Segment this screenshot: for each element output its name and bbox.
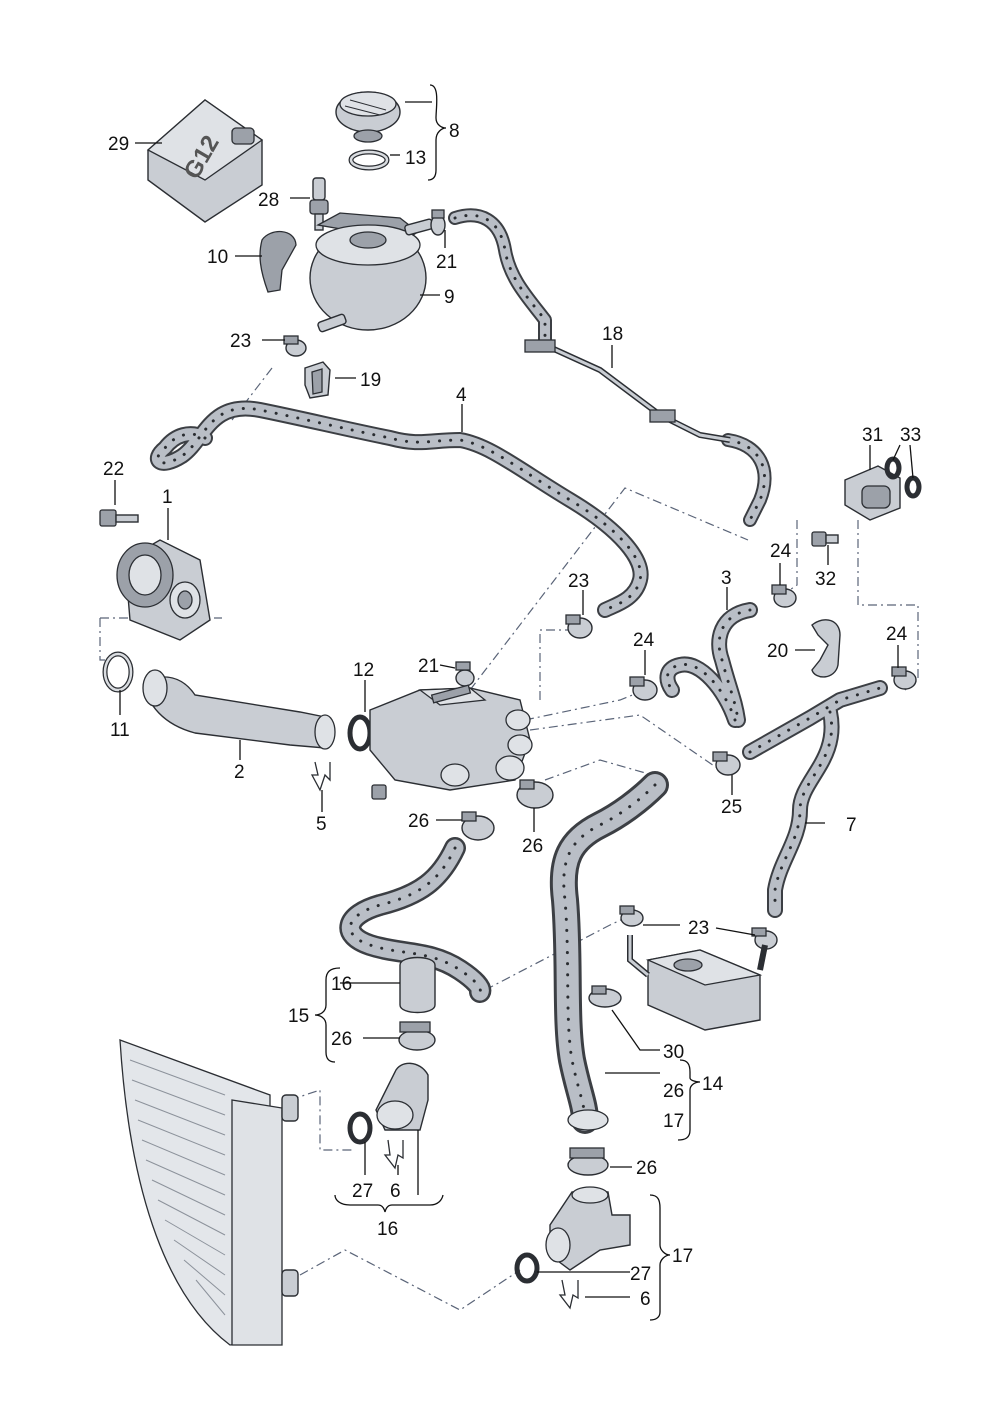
coolant-canister: G12 bbox=[146, 99, 264, 223]
expansion-tank-cap bbox=[335, 91, 401, 143]
seal-ring-27-right bbox=[514, 1252, 540, 1284]
callout-4: 4 bbox=[456, 385, 467, 406]
callout-33: 33 bbox=[900, 425, 921, 446]
clamp-24-left bbox=[629, 676, 658, 701]
callout-12: 12 bbox=[353, 660, 374, 681]
connection-flange bbox=[844, 465, 901, 521]
callout-23-mid: 23 bbox=[568, 571, 589, 592]
callout-21-upper: 21 bbox=[436, 252, 457, 273]
clamp-23-tank bbox=[283, 335, 307, 357]
leader-lines bbox=[114, 101, 914, 1298]
callout-23-tank: 23 bbox=[230, 331, 251, 352]
clamp-23-mid bbox=[565, 614, 593, 639]
breather-pipe bbox=[524, 339, 731, 443]
t-connector-17 bbox=[545, 1109, 631, 1271]
retaining-clip bbox=[811, 619, 841, 678]
hose-clamps bbox=[283, 209, 917, 1176]
callout-22: 22 bbox=[103, 459, 124, 480]
callout-27-right: 27 bbox=[630, 1264, 651, 1285]
callout-26-lower: 26 bbox=[636, 1158, 657, 1179]
expansion-tank bbox=[309, 212, 434, 333]
callout-7: 7 bbox=[846, 815, 857, 836]
callout-2: 2 bbox=[234, 762, 245, 783]
callout-14: 14 bbox=[702, 1074, 724, 1095]
clamp-25 bbox=[712, 751, 741, 776]
callout-13: 13 bbox=[405, 148, 426, 169]
clamp-21-upper bbox=[430, 209, 446, 236]
callout-32: 32 bbox=[815, 569, 836, 590]
callout-1: 1 bbox=[162, 487, 173, 508]
temperature-sender bbox=[309, 177, 329, 231]
connection-piece-16 bbox=[375, 956, 436, 1131]
seal-ring-27-left bbox=[347, 1111, 373, 1145]
coolant-pipe bbox=[142, 669, 336, 750]
callout-6-right: 6 bbox=[640, 1289, 651, 1310]
callout-17-lower: 17 bbox=[672, 1246, 693, 1267]
clamp-26-right bbox=[516, 779, 554, 809]
callout-24-right: 24 bbox=[886, 624, 908, 645]
callout-9: 9 bbox=[444, 287, 455, 308]
coolant-pump bbox=[116, 539, 211, 641]
callout-24-upper: 24 bbox=[770, 541, 792, 562]
callout-6-left: 6 bbox=[390, 1181, 401, 1202]
callout-26-right: 26 bbox=[522, 836, 543, 857]
callout-29: 29 bbox=[108, 134, 129, 155]
callout-26-left: 26 bbox=[408, 811, 429, 832]
callout-23-oilcooler: 23 bbox=[688, 918, 709, 939]
clamp-24-upper bbox=[771, 584, 797, 608]
callout-31: 31 bbox=[862, 425, 883, 446]
bracket bbox=[259, 230, 297, 293]
callout-labels: 29 8 13 28 10 21 9 23 19 18 4 22 1 31 33… bbox=[103, 121, 921, 1310]
grouping-braces bbox=[314, 84, 701, 1321]
clamp-26-lower bbox=[567, 1147, 609, 1176]
callout-5: 5 bbox=[316, 814, 327, 835]
radiator bbox=[119, 1039, 299, 1346]
clamp-24-right bbox=[891, 666, 917, 690]
callout-17-upper: 17 bbox=[663, 1111, 684, 1132]
callout-27-left: 27 bbox=[352, 1181, 373, 1202]
callout-24-left: 24 bbox=[633, 630, 655, 651]
clamp-30 bbox=[588, 985, 622, 1008]
callout-26-group: 26 bbox=[663, 1081, 684, 1102]
callout-30: 30 bbox=[663, 1042, 684, 1063]
callout-11: 11 bbox=[110, 720, 130, 741]
seal-ring-12 bbox=[347, 714, 373, 752]
retaining-clips bbox=[310, 761, 579, 1310]
callout-16-upper: 16 bbox=[331, 974, 352, 995]
seal-ring-11 bbox=[102, 651, 134, 693]
oil-cooler bbox=[627, 935, 768, 1031]
bolt-32 bbox=[811, 531, 839, 547]
hoses bbox=[149, 208, 888, 1134]
thermostat-housing bbox=[369, 684, 533, 800]
callout-19: 19 bbox=[360, 370, 381, 391]
clamp-26-left bbox=[461, 811, 495, 841]
callout-10: 10 bbox=[207, 247, 228, 268]
clamp-26-mid bbox=[398, 1021, 436, 1051]
callout-25: 25 bbox=[721, 797, 742, 818]
callout-3: 3 bbox=[721, 568, 732, 589]
callout-16-lower: 16 bbox=[377, 1219, 398, 1240]
rubber-mount bbox=[304, 361, 331, 399]
callout-20: 20 bbox=[767, 641, 788, 662]
callout-26-mid: 26 bbox=[331, 1029, 352, 1050]
cap-seal bbox=[348, 149, 390, 171]
callout-21-thermostat: 21 bbox=[418, 656, 439, 677]
clamp-23-oilcooler-a bbox=[619, 905, 644, 927]
callout-15: 15 bbox=[288, 1006, 309, 1027]
clamp-21-thermostat bbox=[455, 661, 475, 687]
bolt-22 bbox=[99, 509, 139, 527]
callout-28: 28 bbox=[258, 190, 279, 211]
callout-18: 18 bbox=[602, 324, 623, 345]
callout-8: 8 bbox=[449, 121, 460, 142]
